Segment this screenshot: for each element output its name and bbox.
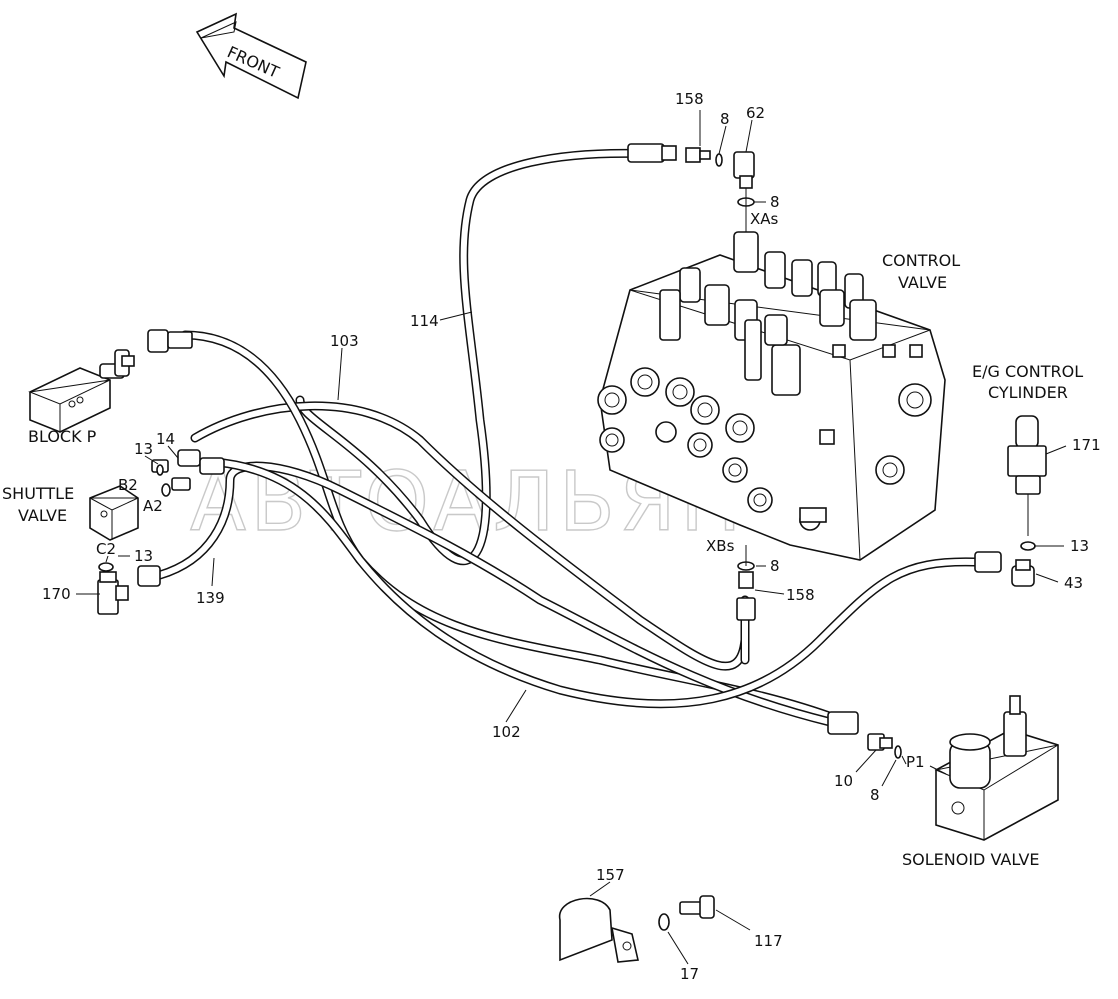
- part-62: 62: [746, 104, 765, 122]
- part-17: 17: [680, 965, 699, 983]
- port-xbs: XBs: [706, 537, 735, 555]
- tee-fitting-block-p: [99, 349, 135, 379]
- part-158-xbs: 158: [786, 586, 815, 604]
- part-10: 10: [834, 772, 853, 790]
- part-103: 103: [330, 332, 359, 350]
- part-114: 114: [410, 312, 439, 330]
- hose-139: [155, 461, 835, 727]
- fitting-10: [867, 733, 893, 751]
- hose-end-139: [137, 565, 161, 587]
- front-arrow-icon: [195, 12, 307, 100]
- part-14: 14: [156, 430, 175, 448]
- part-13-eg: 13: [1070, 537, 1089, 555]
- part-8-p1: 8: [870, 786, 880, 804]
- hose-103: [190, 401, 750, 671]
- hose-end-p1: [827, 711, 859, 735]
- o-ring-8-top: [715, 153, 723, 167]
- elbow-43: [1011, 559, 1035, 587]
- hose-end-block-p: [147, 329, 193, 353]
- eg-control-cylinder-part: [1007, 415, 1047, 536]
- control-valve-body: [597, 231, 946, 561]
- part-170: 170: [42, 585, 71, 603]
- fittings-13-14: [151, 449, 225, 497]
- part-13-shuttle: 13: [134, 440, 153, 458]
- block-p-part: [28, 367, 111, 433]
- part-43: 43: [1064, 574, 1083, 592]
- part-8-xas: 8: [770, 193, 780, 211]
- elbow-170: [97, 562, 129, 615]
- part-102: 102: [492, 723, 521, 741]
- part-13-c2: 13: [134, 547, 153, 565]
- port-a2: A2: [143, 497, 163, 515]
- leader-lines: [76, 110, 1067, 965]
- label-control-valve-1: CONTROL: [882, 251, 960, 270]
- fitting-158-top: [627, 143, 711, 163]
- port-c2: C2: [96, 540, 116, 558]
- o-ring-13-eg: [1020, 541, 1036, 551]
- port-xas: XAs: [750, 210, 779, 228]
- part-157: 157: [596, 866, 625, 884]
- label-eg-cylinder-2: CYLINDER: [988, 383, 1068, 402]
- part-117: 117: [754, 932, 783, 950]
- part-171: 171: [1072, 436, 1101, 454]
- label-eg-cylinder-1: E/G CONTROL: [972, 362, 1083, 381]
- solenoid-valve-part: [934, 695, 1059, 841]
- hose-102: [210, 457, 980, 709]
- elbow-62: [733, 151, 755, 189]
- label-shuttle-valve-2: VALVE: [18, 506, 67, 525]
- hose-114: [295, 148, 660, 566]
- label-solenoid-valve: SOLENOID VALVE: [902, 850, 1040, 869]
- bolt-117-part: [679, 895, 715, 919]
- label-control-valve-2: VALVE: [898, 273, 947, 292]
- label-block-p: BLOCK P: [28, 427, 97, 446]
- o-ring-8-p1: [894, 745, 902, 759]
- part-8-top: 8: [720, 110, 730, 128]
- part-139: 139: [196, 589, 225, 607]
- part-8-xbs: 8: [770, 557, 780, 575]
- washer-17-part: [658, 913, 670, 931]
- part-158-top: 158: [675, 90, 704, 108]
- port-p1: P1: [906, 753, 925, 771]
- label-shuttle-valve-1: SHUTTLE: [2, 484, 74, 503]
- port-b2: B2: [118, 476, 138, 494]
- fitting-158-xbs: [736, 571, 756, 621]
- shuttle-valve-part: [89, 485, 139, 541]
- hose-end-102-right: [974, 551, 1002, 573]
- clamp-157-part: [559, 897, 639, 963]
